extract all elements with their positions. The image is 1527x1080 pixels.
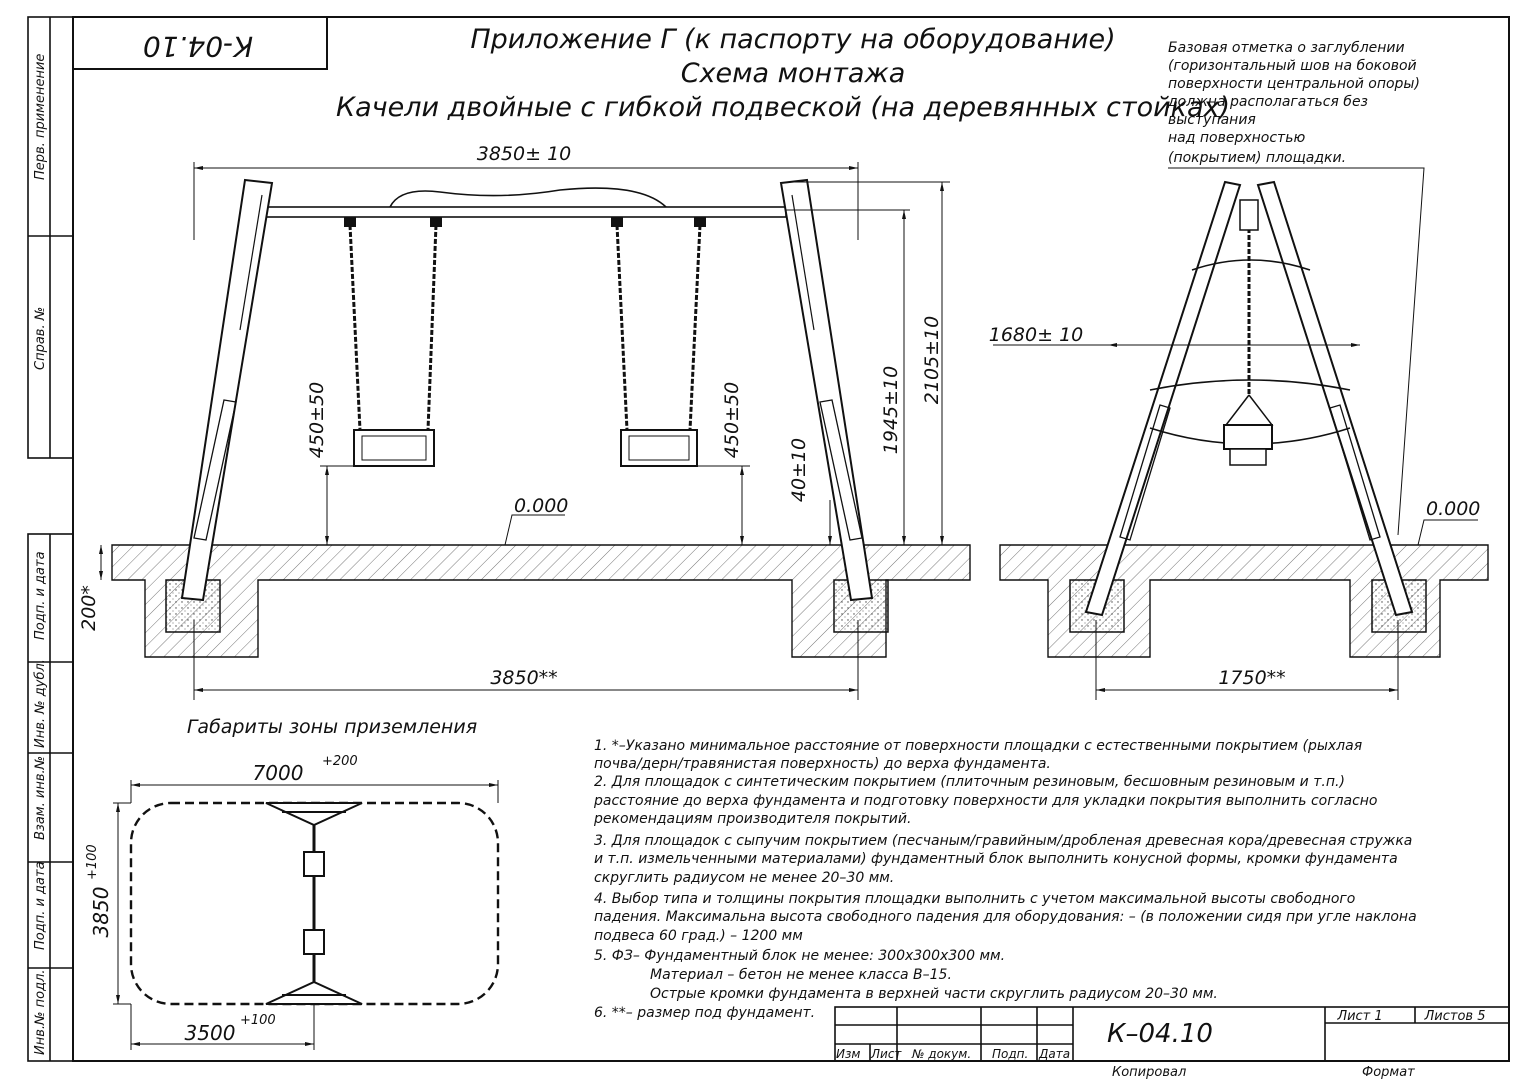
landing-height-tol: +100 — [85, 844, 100, 880]
note-line: 6. **– размер под фундамент. — [594, 1005, 815, 1021]
landing-zone-title: Габариты зоны приземления — [187, 716, 477, 738]
level-side: 0.000 — [1426, 498, 1480, 520]
swing-seat-left — [353, 429, 435, 467]
base-note-line: над поверхностью — [1168, 130, 1305, 146]
strip-podp1: Подп. и дата — [33, 551, 48, 640]
title-line2: Схема монтажа — [681, 58, 906, 89]
right-post — [779, 178, 874, 602]
note-line: подвеса 60 град.) – 1200 мм — [594, 928, 803, 944]
title-line1: Приложение Г (к паспорту на оборудование… — [470, 24, 1115, 55]
note-line: 4. Выбор типа и толщины покрытия площадк… — [594, 891, 1355, 907]
strip-vzam: Взам. инв.№ — [33, 756, 48, 840]
note-line: 1. *–Указано минимальное расстояние от п… — [594, 738, 1362, 754]
strip-sprav: Справ. № — [33, 307, 48, 370]
base-note-line: поверхности центральной опоры) — [1168, 76, 1420, 92]
dim-1945: 1945±10 — [880, 366, 902, 454]
stamp-sheets: Листов 5 — [1424, 1009, 1486, 1024]
strip-inv-dubl: Инв. № дубл. — [33, 659, 48, 748]
note-line: Острые кромки фундамента в верхней части… — [650, 986, 1218, 1002]
landing-height: 3850 — [89, 887, 113, 938]
landing-half: 3500 — [185, 1021, 236, 1045]
level-front: 0.000 — [514, 495, 568, 517]
base-note-line: (покрытием) площадки. — [1168, 150, 1346, 166]
note-line: скруглить радиусом не менее 20–30 мм. — [594, 870, 894, 886]
front-view: 3850± 10 2105±10 1945±10 450±50 450±50 4… — [78, 143, 971, 700]
dim-seat-left: 450±50 — [306, 382, 328, 458]
dim-2105: 2105±10 — [921, 316, 943, 404]
side-seat — [1223, 424, 1273, 450]
landing-width: 7000 — [253, 761, 304, 785]
base-note-line: должна располагаться без — [1167, 94, 1368, 110]
landing-width-tol: +200 — [322, 754, 358, 769]
title-stamp — [834, 1006, 1510, 1062]
strip-perv: Перв. применение — [33, 54, 48, 180]
title-line3: Качели двойные с гибкой подвеской (на де… — [336, 92, 1230, 123]
base-note: Базовая отметка о заглублении (горизонта… — [1167, 40, 1420, 166]
stamp-code: К–04.10 — [1107, 1019, 1213, 1049]
stamp-list: Лист — [870, 1047, 902, 1061]
dim-front-top: 3850± 10 — [477, 143, 572, 165]
notes-block: 1. *–Указано минимальное расстояние от п… — [593, 738, 1417, 1021]
dim-40: 40±10 — [788, 438, 810, 502]
note-line: 2. Для площадок с синтетическим покрытие… — [594, 774, 1345, 790]
stamp-data: Дата — [1038, 1047, 1070, 1061]
stamp-sheet: Лист 1 — [1336, 1009, 1382, 1024]
side-view: 1680± 10 0.000 1750** — [989, 180, 1489, 700]
note-line: падения. Максимальна высота свободного п… — [594, 909, 1417, 925]
dim-front-bottom: 3850** — [490, 667, 557, 689]
base-note-leader — [1168, 167, 1425, 536]
stamp-kopiroval: Копировал — [1112, 1065, 1186, 1080]
note-line: рекомендациям производителя покрытий. — [593, 811, 911, 827]
doc-code-box — [72, 16, 328, 70]
strip-inv-podl: Инв.№ подл. — [33, 969, 48, 1055]
dim-200: 200* — [78, 585, 100, 631]
note-line: почва/дерн/травянистая поверхность) до в… — [594, 756, 1051, 772]
note-line: 5. ФЗ– Фундаментный блок не менее: 300х3… — [594, 948, 1005, 964]
doc-code-rotated: К-04.10 — [143, 30, 253, 63]
base-note-line: (горизонтальный шов на боковой — [1168, 58, 1417, 74]
base-note-line: выступания — [1168, 112, 1256, 128]
stamp-n-dokum: № докум. — [911, 1047, 971, 1061]
landing-zone: Габариты зоны приземления 7000 +200 3850… — [85, 716, 500, 1050]
note-line: Материал – бетон не менее класса В–15. — [650, 967, 952, 983]
swing-seat-right — [620, 429, 698, 467]
left-strip — [27, 16, 74, 1062]
left-post — [180, 178, 274, 602]
top-beam — [257, 206, 787, 218]
landing-half-tol: +100 — [240, 1013, 276, 1028]
dim-side-top: 1680± 10 — [989, 324, 1084, 346]
dim-seat-right: 450±50 — [721, 382, 743, 458]
strip-podp2: Подп. и дата — [33, 861, 48, 950]
note-line: 3. Для площадок с сыпучим покрытием (пес… — [594, 833, 1412, 849]
note-line: расстояние до верха фундамента и подгото… — [593, 793, 1378, 809]
stamp-format: Формат — [1362, 1065, 1415, 1080]
dim-side-bottom: 1750** — [1218, 667, 1285, 689]
base-note-line: Базовая отметка о заглублении — [1168, 40, 1405, 56]
stamp-podp: Подп. — [992, 1047, 1028, 1061]
stamp-izm: Изм — [836, 1047, 860, 1061]
note-line: и т.п. измельченными материалами) фундам… — [594, 851, 1398, 867]
